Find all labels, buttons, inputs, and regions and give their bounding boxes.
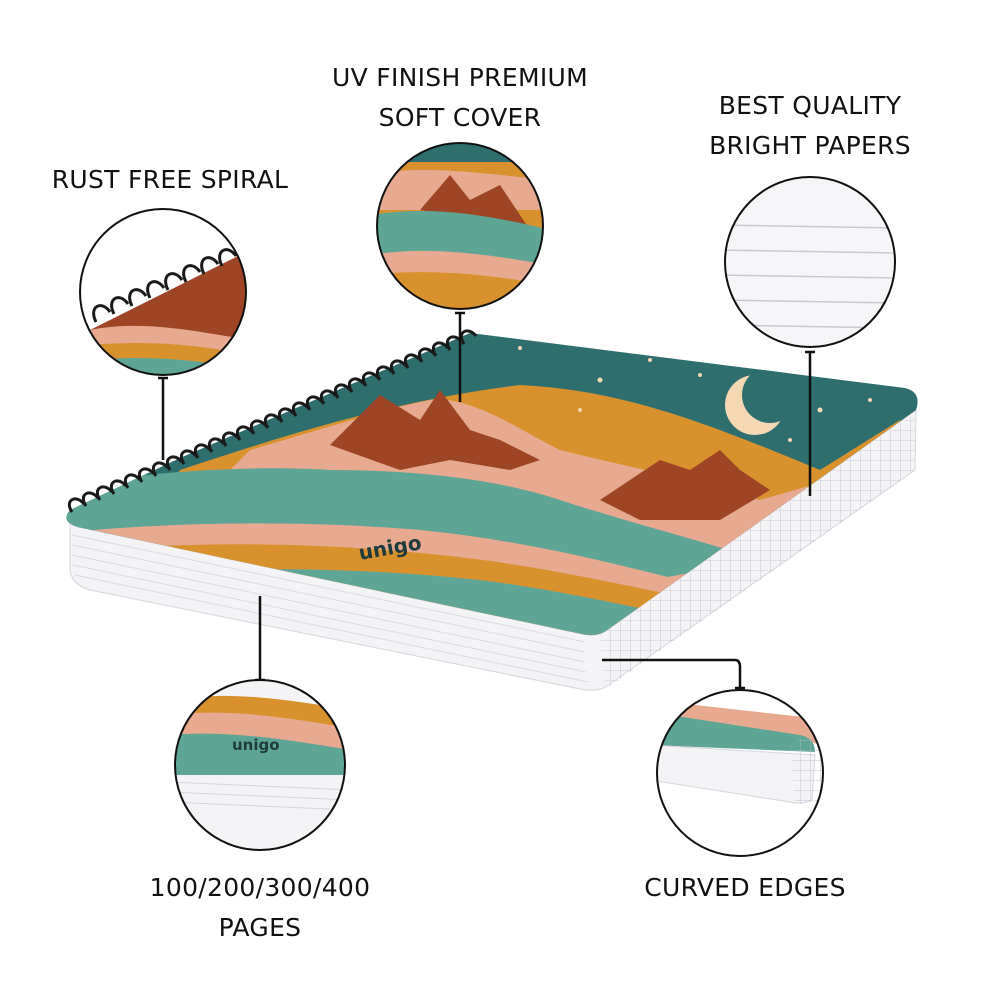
zoom-pages: unigo	[174, 679, 346, 851]
label-pages-line-1: 100/200/300/400	[149, 873, 371, 902]
label-uv-finish-cover: UV FINISH PREMIUM SOFT COVER	[300, 58, 620, 138]
label-paper-line-2: BRIGHT PAPERS	[709, 131, 911, 160]
zoom-edges	[656, 689, 824, 857]
label-spiral-line: RUST FREE SPIRAL	[51, 165, 289, 194]
label-cover-line-2: SOFT COVER	[378, 103, 542, 132]
label-rust-free-spiral: RUST FREE SPIRAL	[40, 160, 300, 200]
label-cover-line-1: UV FINISH PREMIUM	[332, 63, 588, 92]
label-curved-edges: CURVED EDGES	[620, 868, 870, 908]
brand-logo-zoom: unigo	[232, 736, 280, 754]
zoom-paper	[724, 176, 896, 348]
zoom-cover	[376, 142, 544, 310]
callout-lines	[158, 311, 815, 690]
spiral-binding	[67, 329, 478, 513]
label-paper-line-1: BEST QUALITY	[718, 91, 902, 120]
label-bright-papers: BEST QUALITY BRIGHT PAPERS	[690, 86, 930, 166]
label-pages: 100/200/300/400 PAGES	[110, 868, 410, 948]
label-edges-line: CURVED EDGES	[644, 873, 846, 902]
label-pages-line-2: PAGES	[218, 913, 302, 942]
zoom-spiral	[79, 208, 247, 376]
